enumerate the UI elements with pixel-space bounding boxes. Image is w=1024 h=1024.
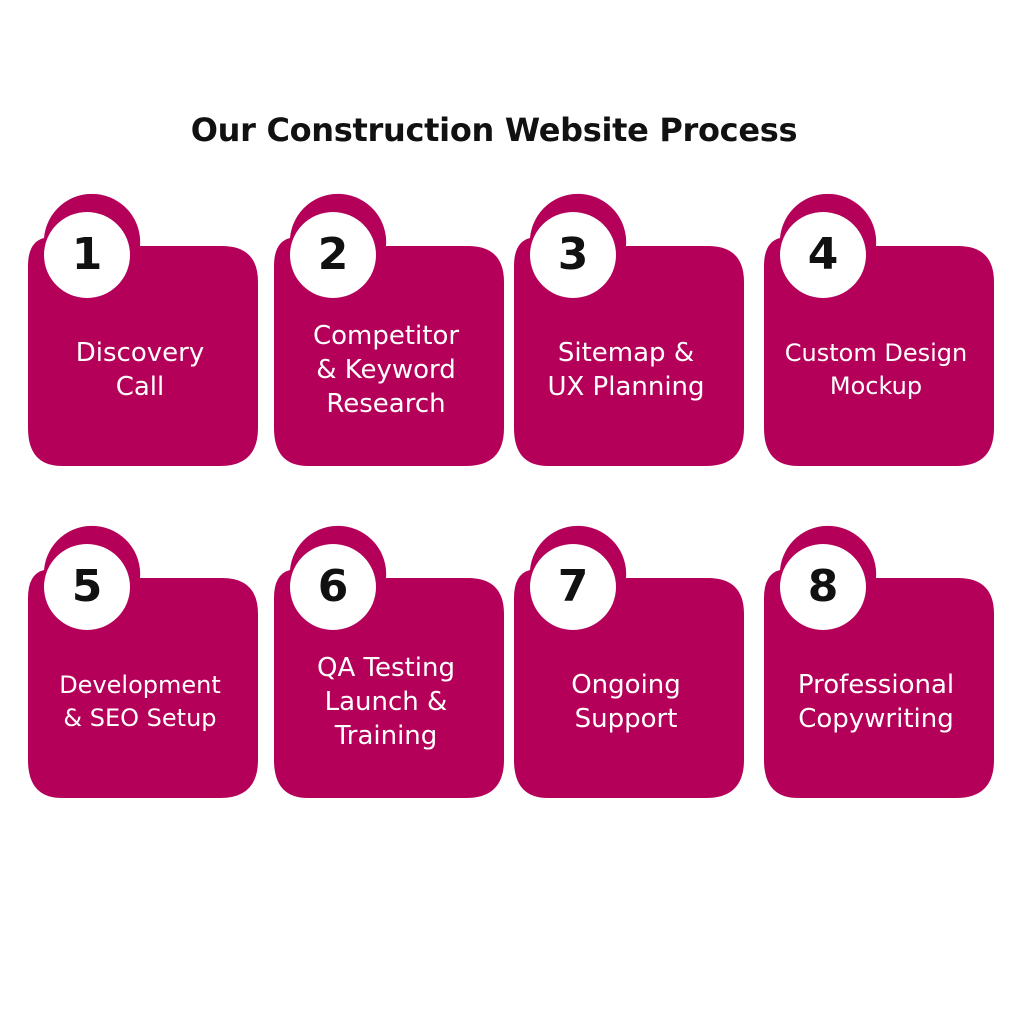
step-card-shape (764, 525, 994, 798)
step-card-shape (514, 525, 744, 798)
step-label: Discovery Call (75, 338, 205, 402)
step-label: QA Testing Launch & Training (317, 653, 455, 751)
step-number-badge (530, 212, 616, 298)
step-number-badge (44, 544, 130, 630)
step-number-badge (780, 212, 866, 298)
step-label: Competitor & Keyword Research (312, 321, 460, 419)
step-card-shape (514, 193, 744, 466)
step-label: Development & SEO Setup (59, 671, 221, 732)
step-number: 7 (557, 561, 589, 612)
step-card-shape (28, 525, 258, 798)
step-card-shape (764, 193, 994, 466)
step-number: 8 (807, 561, 839, 612)
step-card-shape (274, 193, 504, 466)
step-number-badge (780, 544, 866, 630)
step-card-6: 6 QA Testing Launch & Training (268, 520, 504, 798)
step-card-shape (28, 193, 258, 466)
page-title: Our Construction Website Process (190, 111, 798, 149)
step-card-shape (274, 525, 504, 798)
step-number-badge (44, 212, 130, 298)
step-label: Custom Design Mockup (784, 339, 968, 400)
step-number: 5 (71, 561, 103, 612)
step-number: 3 (557, 229, 589, 280)
step-number: 1 (71, 229, 103, 280)
step-number: 4 (807, 229, 839, 280)
step-label: Ongoing Support (571, 670, 681, 734)
step-label: Professional Copywriting (797, 670, 955, 734)
step-label: Sitemap & UX Planning (547, 338, 705, 402)
step-number-badge (290, 544, 376, 630)
step-number: 6 (317, 561, 349, 612)
step-number: 2 (317, 229, 349, 280)
step-number-badge (290, 212, 376, 298)
step-number-badge (530, 544, 616, 630)
